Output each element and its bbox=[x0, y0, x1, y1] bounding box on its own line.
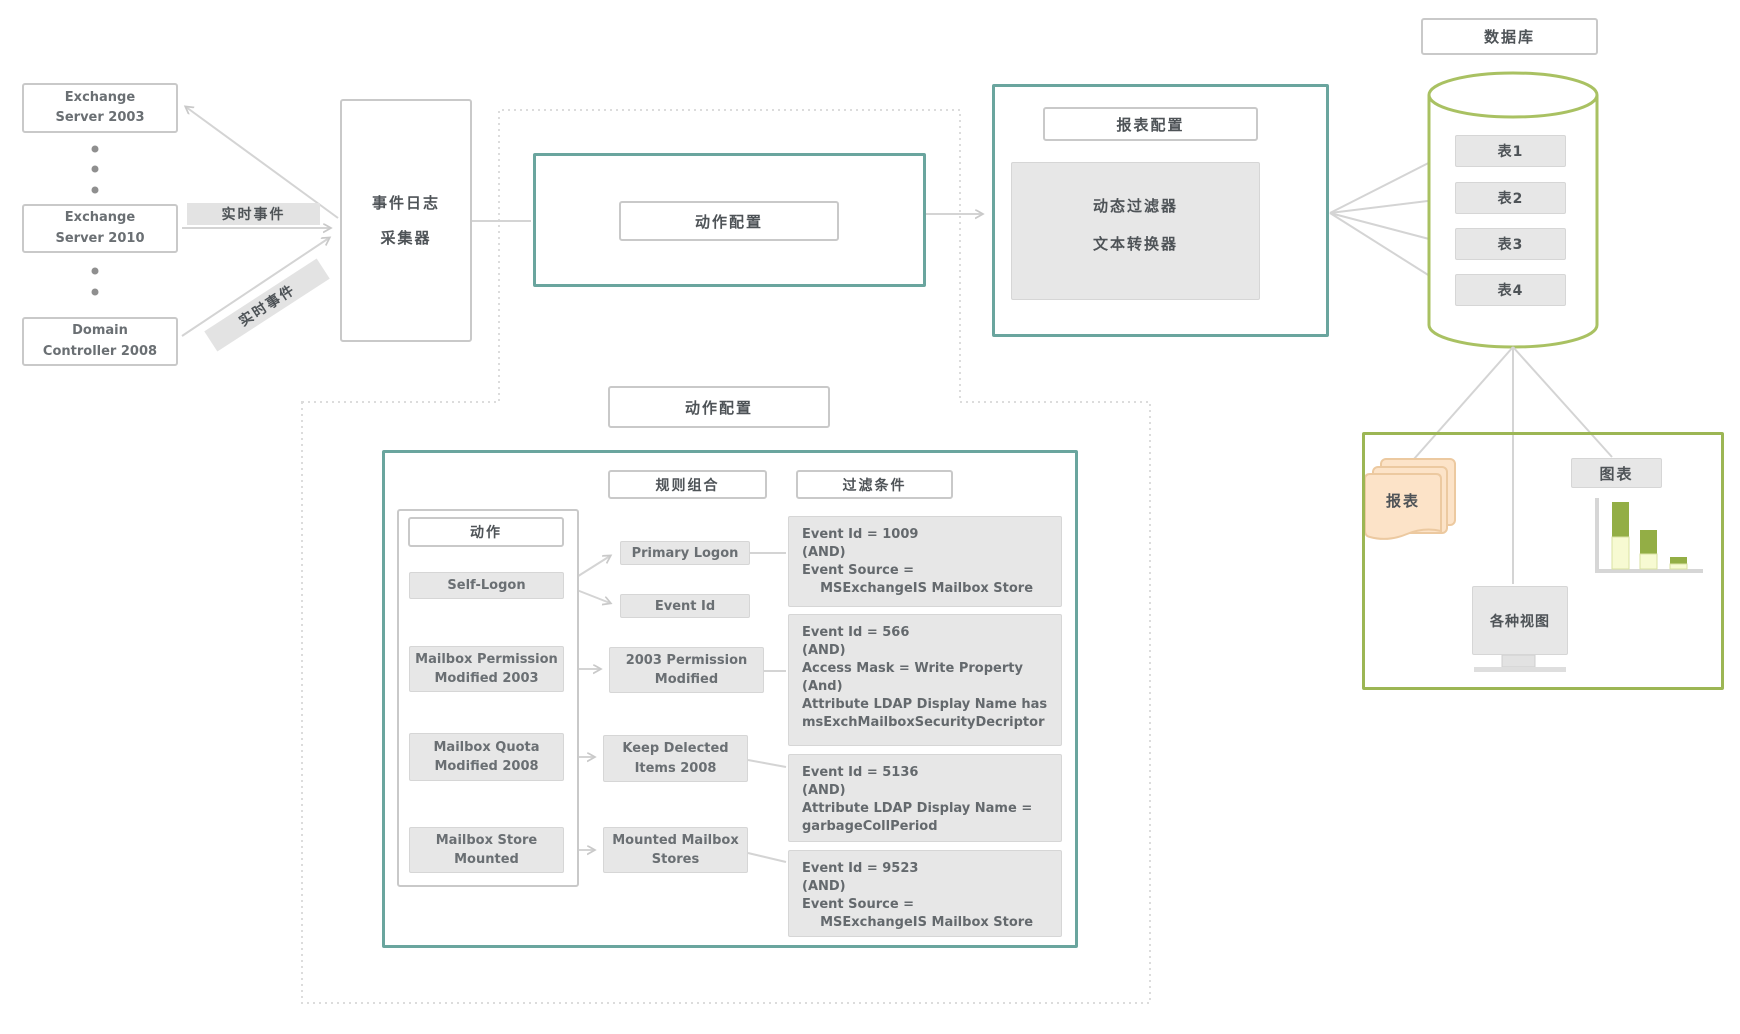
text-converter-label: 文本转换器 bbox=[1092, 234, 1178, 253]
charts-label: 图表 bbox=[1571, 458, 1662, 488]
line-keepdelected-to-filter3 bbox=[747, 759, 787, 768]
database-table-3: 表3 bbox=[1455, 228, 1566, 260]
rule-combination-header: 规则组合 bbox=[608, 470, 767, 499]
actions-header: 动作 bbox=[408, 517, 564, 547]
realtime-event-label-1: 实时事件 bbox=[187, 203, 320, 225]
filter-condition-4: Event Id = 9523 (AND) Event Source = MSE… bbox=[788, 850, 1062, 937]
reports-label: 报表 bbox=[1385, 491, 1420, 510]
database-cylinder-body bbox=[1427, 95, 1599, 349]
rule-mounted-mailbox-stores: Mounted Mailbox Stores bbox=[603, 827, 748, 873]
action-mailbox-permission-modified-2003: Mailbox Permission Modified 2003 bbox=[409, 646, 564, 692]
rule-primary-logon: Primary Logon bbox=[620, 541, 750, 565]
mini-bar-chart-icon bbox=[1595, 498, 1703, 573]
rule-event-id: Event Id bbox=[620, 594, 750, 618]
reports-paper-stack-icon bbox=[1364, 458, 1456, 540]
action-mailbox-store-mounted: Mailbox Store Mounted bbox=[409, 827, 564, 873]
action-self-logon: Self-Logon bbox=[409, 572, 564, 599]
line-mountedstores-to-filter4 bbox=[747, 852, 787, 863]
dotted-expansion-outline bbox=[301, 109, 1151, 1004]
rule-keep-delected-items-2008: Keep Delected Items 2008 bbox=[603, 735, 748, 782]
database-table-2: 表2 bbox=[1455, 182, 1566, 214]
exchange-server-2003-box: Exchange Server 2003 bbox=[22, 83, 178, 133]
filter-condition-header: 过滤条件 bbox=[796, 470, 953, 499]
detail-action-config-title: 动作配置 bbox=[608, 386, 830, 428]
ellipsis-dots-gray bbox=[91, 145, 99, 296]
database-title: 数据库 bbox=[1421, 18, 1598, 55]
action-config-label: 动作配置 bbox=[619, 201, 839, 241]
exchange-server-2010-box: Exchange Server 2010 bbox=[22, 204, 178, 253]
domain-controller-2008-box: Domain Controller 2008 bbox=[22, 317, 178, 366]
detail-panel-frame bbox=[382, 450, 1078, 948]
outputs-frame bbox=[1362, 432, 1724, 690]
database-table-4: 表4 bbox=[1455, 274, 1566, 306]
filter-condition-1: Event Id = 1009 (AND) Event Source = MSE… bbox=[788, 516, 1062, 607]
filter-condition-2: Event Id = 566 (AND) Access Mask = Write… bbox=[788, 614, 1062, 746]
line-db-to-reports bbox=[1413, 346, 1514, 460]
filter-condition-3: Event Id = 5136 (AND) Attribute LDAP Dis… bbox=[788, 754, 1062, 842]
line-db-to-charts bbox=[1512, 346, 1613, 458]
event-log-collector-box: 事件日志 采集器 bbox=[340, 99, 472, 342]
arrow-dc2008-to-collector bbox=[181, 238, 329, 337]
monitor-stand-icon bbox=[1474, 654, 1566, 672]
dynamic-filter-label: 动态过滤器 bbox=[1092, 196, 1178, 215]
action-mailbox-quota-modified-2008: Mailbox Quota Modified 2008 bbox=[409, 733, 564, 781]
report-config-engine-box: 动态过滤器 文本转换器 bbox=[1011, 162, 1260, 300]
report-config-title: 报表配置 bbox=[1043, 107, 1258, 141]
database-cylinder-top bbox=[1427, 71, 1599, 119]
arrow-collector-to-exchange2003 bbox=[186, 107, 339, 219]
views-monitor-screen: 各种视图 bbox=[1472, 586, 1568, 655]
database-table-1: 表1 bbox=[1455, 135, 1566, 167]
rule-2003-permission-modified: 2003 Permission Modified bbox=[609, 647, 764, 693]
